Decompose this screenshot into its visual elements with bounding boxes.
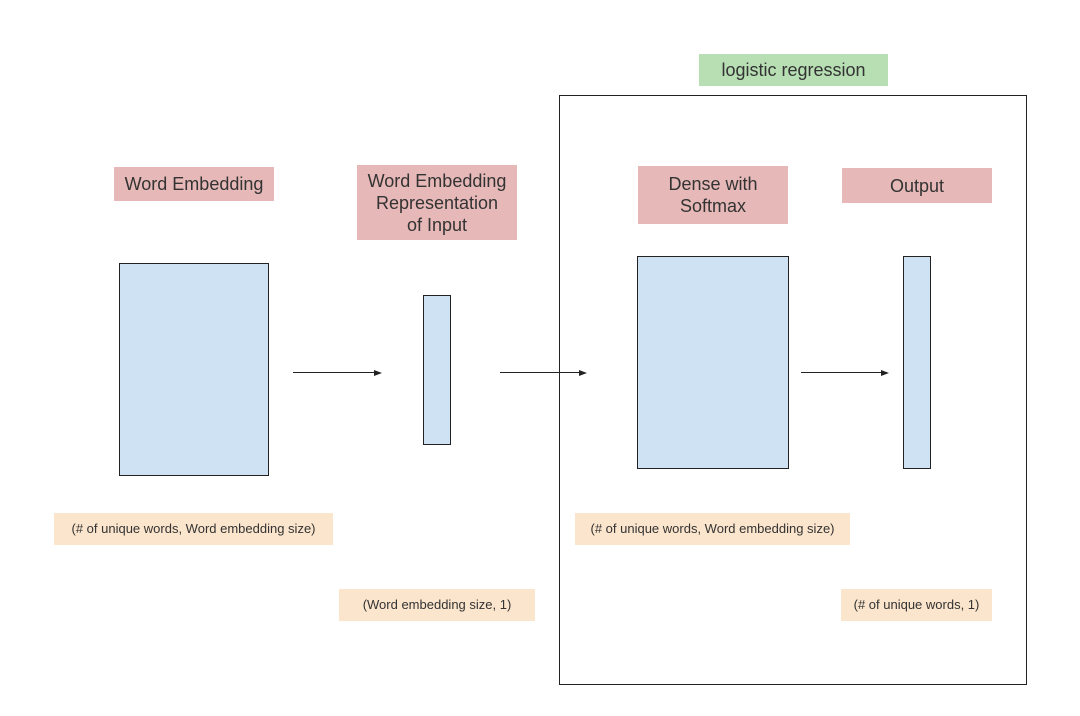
word-embedding-shape: (# of unique words, Word embedding size) (54, 513, 333, 545)
arrow-representation-to-dense (500, 369, 587, 376)
logistic-regression-frame (559, 95, 1027, 685)
logistic-regression-label: logistic regression (699, 54, 888, 86)
dense-softmax-title-line-2: Softmax (679, 196, 746, 216)
output-title: Output (842, 168, 992, 203)
embedding-representation-title-line-3: of Input (406, 214, 468, 235)
embedding-representation-vector (423, 295, 451, 445)
embedding-representation-title-line-1: Word Embedding (367, 170, 507, 191)
dense-softmax-shape: (# of unique words, Word embedding size) (575, 513, 850, 545)
word-embedding-matrix (119, 263, 269, 476)
embedding-representation-title-line-2: Representation (375, 192, 499, 213)
arrow-dense-to-output (801, 369, 889, 376)
dense-softmax-title: Dense with Softmax (638, 166, 788, 224)
dense-softmax-matrix (637, 256, 789, 469)
output-vector (903, 256, 931, 469)
word-embedding-title: Word Embedding (114, 167, 274, 201)
output-shape: (# of unique words, 1) (841, 589, 992, 621)
embedding-representation-shape: (Word embedding size, 1) (339, 589, 535, 621)
embedding-representation-title: Word Embedding Representation of Input (357, 165, 517, 240)
arrow-embedding-to-representation (293, 369, 382, 376)
dense-softmax-title-line-1: Dense with (668, 174, 758, 194)
